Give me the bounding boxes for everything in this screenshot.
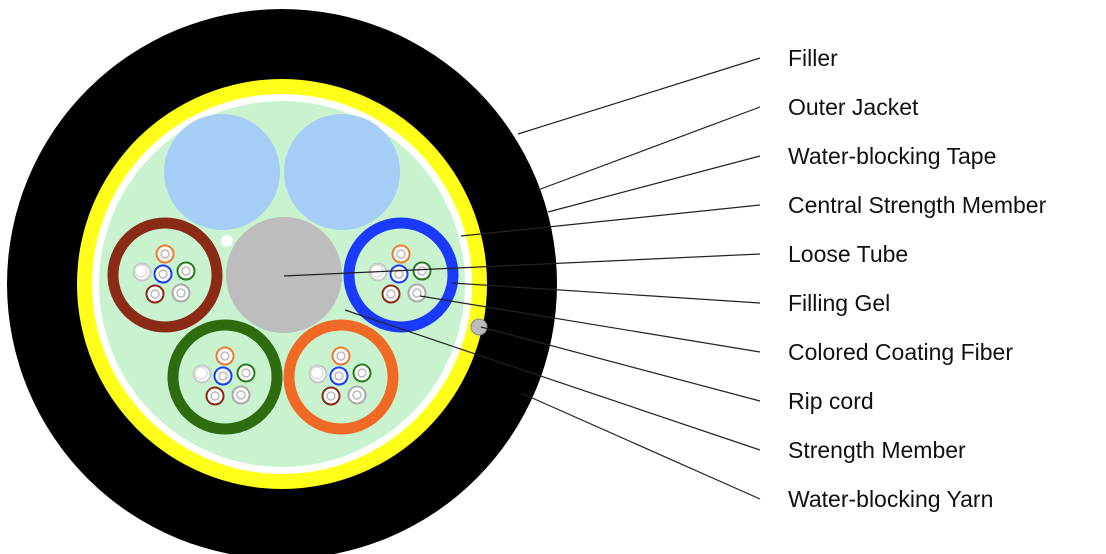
fiber-core — [218, 371, 228, 381]
fiber-core — [210, 391, 220, 401]
central-strength-member — [226, 217, 342, 333]
fiber-core — [160, 249, 170, 259]
fiber-core — [334, 371, 344, 381]
label-filling-gel: Filling Gel — [788, 290, 890, 316]
fiber-core — [150, 289, 160, 299]
loose-tube-brown — [107, 217, 223, 333]
label-water-blocking-yarn: Water-blocking Yarn — [788, 486, 993, 512]
label-strength-member: Strength Member — [788, 437, 966, 463]
colored-coating-fiber — [310, 366, 324, 380]
loose-tube-orange — [283, 319, 399, 435]
leader-line-water-blocking-yarn — [520, 392, 761, 500]
fiber-core — [396, 249, 406, 259]
rip-cord — [470, 318, 488, 336]
loose-tubes — [107, 217, 459, 435]
leader-line-filler — [517, 57, 761, 135]
filler-right — [284, 114, 400, 230]
leader-lines — [283, 57, 761, 500]
leader-line-filling-gel — [451, 282, 761, 304]
label-outer-jacket: Outer Jacket — [788, 94, 919, 120]
loose-tube-blue — [343, 217, 459, 333]
fiber-core — [220, 351, 230, 361]
fiber-core — [236, 390, 246, 400]
leader-line-rip-cord — [480, 326, 761, 402]
label-loose-tube: Loose Tube — [788, 241, 908, 267]
fiber-core — [326, 391, 336, 401]
colored-coating-fiber — [134, 264, 148, 278]
filler-left — [164, 114, 280, 230]
label-central-strength-member: Central Strength Member — [788, 192, 1047, 218]
cable-cross-section — [7, 9, 557, 554]
label-filler: Filler — [788, 45, 838, 71]
fiber-core — [357, 368, 367, 378]
label-rip-cord: Rip cord — [788, 388, 874, 414]
leader-line-water-blocking-tape — [547, 155, 761, 213]
fiber-core — [417, 266, 427, 276]
loose-tube-green — [167, 319, 283, 435]
fiber-core — [352, 390, 362, 400]
leader-line-loose-tube — [283, 253, 761, 277]
fiber-core — [412, 288, 422, 298]
small-white-filler — [221, 235, 233, 247]
fiber-core — [336, 351, 346, 361]
fiber-core — [394, 269, 404, 279]
label-colored-coating-fiber: Colored Coating Fiber — [788, 339, 1013, 365]
leader-line-central-strength-member — [460, 204, 761, 237]
fiber-core — [176, 288, 186, 298]
fiber-core — [241, 368, 251, 378]
fiber-core — [158, 269, 168, 279]
fiber-core — [181, 266, 191, 276]
legend-labels: Filler Outer Jacket Water-blocking Tape … — [788, 45, 1047, 512]
leader-line-outer-jacket — [537, 106, 761, 191]
leader-line-strength-member — [344, 309, 761, 451]
label-water-blocking-tape: Water-blocking Tape — [788, 143, 996, 169]
leader-line-colored-coating-fiber — [419, 295, 761, 353]
colored-coating-fiber — [194, 366, 208, 380]
fiber-core — [386, 289, 396, 299]
